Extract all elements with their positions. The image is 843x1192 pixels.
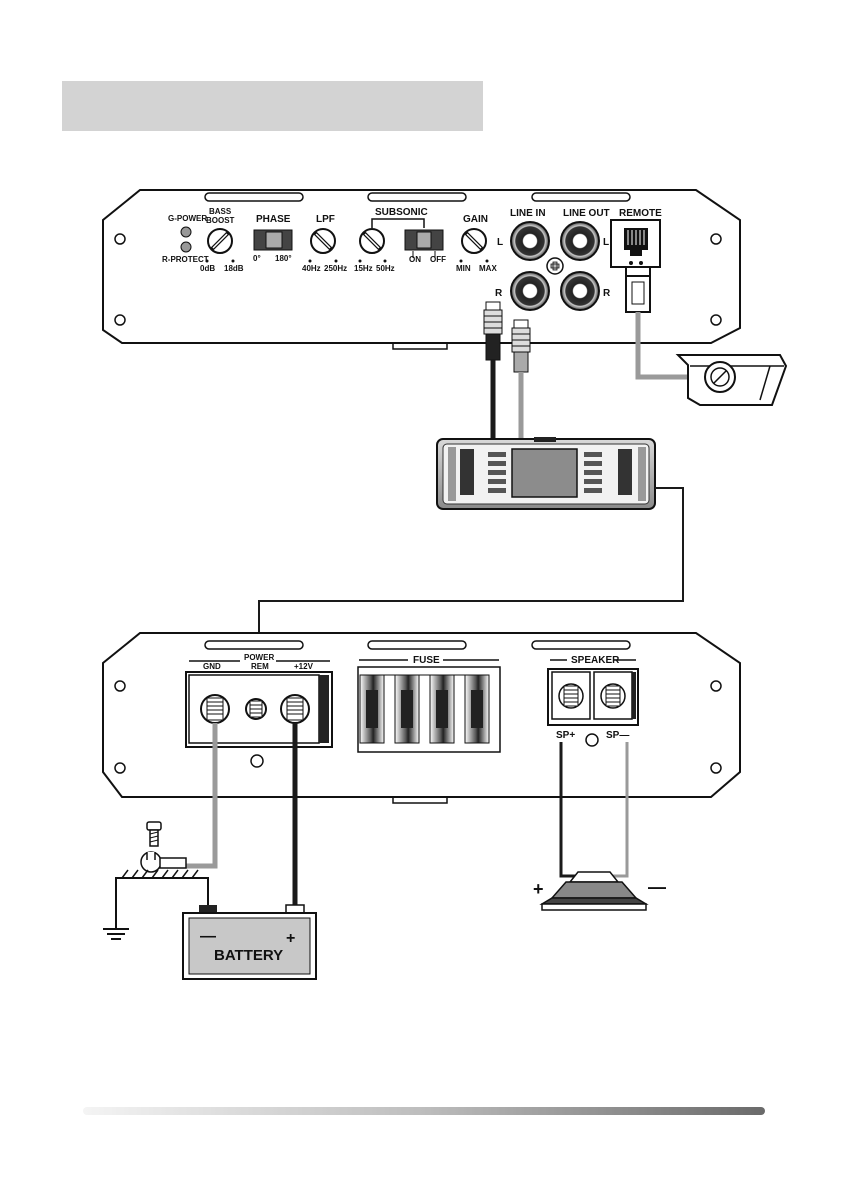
rem-label: REM [251, 662, 269, 671]
subsonic-max: 50Hz [376, 264, 395, 273]
fuse[interactable] [395, 675, 419, 743]
ring-terminal-icon [141, 852, 186, 872]
r-protect-led [181, 242, 191, 252]
remote-label: REMOTE [619, 208, 662, 219]
head-unit-icon [437, 437, 655, 509]
line-out-r: R [603, 288, 611, 299]
g-power-label: G-POWER [168, 214, 207, 223]
subsonic-switch[interactable] [405, 230, 443, 250]
rca-plug-icon [512, 320, 530, 372]
sp-minus-label: SP— [606, 730, 629, 741]
subsonic-knob[interactable] [360, 229, 384, 253]
v12-terminal[interactable] [281, 695, 309, 723]
line-in-label: LINE IN [510, 208, 546, 219]
gnd-label: GND [203, 662, 221, 671]
gain-min: MIN [456, 264, 471, 273]
speaker-icon [542, 872, 646, 910]
battery-label: BATTERY [214, 947, 283, 964]
subsonic-min: 15Hz [354, 264, 373, 273]
line-in-r: R [495, 288, 503, 299]
fuse[interactable] [360, 675, 384, 743]
line-in-l: L [497, 237, 503, 248]
center-screw-icon [547, 258, 563, 274]
lpf-min: 40Hz [302, 264, 321, 273]
r-protect-label: R-PROTECT [162, 255, 209, 264]
lpf-max: 250Hz [324, 264, 347, 273]
speaker-positive-terminal[interactable] [552, 672, 590, 719]
bass-boost-max: 18dB [224, 264, 244, 273]
v12-label: +12V [294, 662, 314, 671]
remote-bass-knob-icon [678, 355, 786, 405]
speaker-label: SPEAKER [571, 655, 620, 666]
phase-label: PHASE [256, 214, 291, 225]
remote-port[interactable] [611, 220, 660, 267]
gnd-terminal[interactable] [201, 695, 229, 723]
line-out-left-jack[interactable] [561, 222, 599, 260]
speaker-plus-sign: + [533, 879, 544, 899]
bass-boost-min: 0dB [200, 264, 215, 273]
rca-plug-icon [484, 302, 502, 360]
subsonic-on: ON [409, 255, 421, 264]
power-label: POWER [244, 653, 274, 662]
subsonic-off: OFF [430, 255, 446, 264]
lpf-label: LPF [316, 214, 335, 225]
line-out-label: LINE OUT [563, 208, 610, 219]
footer-bar [83, 1107, 765, 1115]
line-in-right-jack[interactable] [511, 272, 549, 310]
line-in-left-jack[interactable] [511, 222, 549, 260]
sp-plus-label: SP+ [556, 730, 575, 741]
rem-terminal[interactable] [246, 699, 266, 719]
battery-plus: + [286, 930, 295, 947]
speaker-negative-terminal[interactable] [594, 672, 632, 719]
battery: — + BATTERY [183, 905, 316, 979]
amplifier-terminal-panel: POWER GND REM +12V FUSE [103, 633, 740, 803]
line-out-right-jack[interactable] [561, 272, 599, 310]
fuse[interactable] [465, 675, 489, 743]
gain-label: GAIN [463, 214, 488, 225]
title-bar [62, 81, 483, 131]
fuse[interactable] [430, 675, 454, 743]
line-out-l: L [603, 237, 609, 248]
battery-minus: — [200, 928, 216, 945]
lpf-knob[interactable] [311, 229, 335, 253]
screw-icon [147, 822, 161, 846]
g-power-led [181, 227, 191, 237]
subsonic-label: SUBSONIC [375, 207, 428, 218]
gain-max: MAX [479, 264, 497, 273]
fuse-label: FUSE [413, 655, 440, 666]
phase-0: 0° [253, 254, 261, 263]
gain-knob[interactable] [462, 229, 486, 253]
speaker-minus-sign: — [648, 877, 666, 897]
phase-180: 180° [275, 254, 292, 263]
bass-boost-knob[interactable] [208, 229, 232, 253]
phase-switch[interactable] [254, 230, 292, 250]
